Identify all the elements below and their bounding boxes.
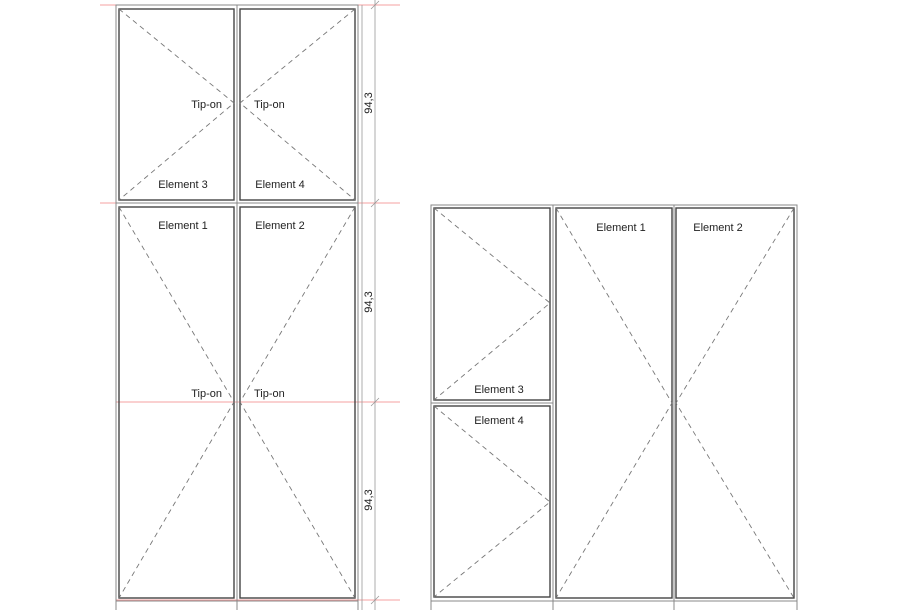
panel-element-4 <box>433 405 551 598</box>
panel-element-1 <box>555 207 673 599</box>
dimension-label: 94,3 <box>363 489 375 510</box>
right-window-unit: Element 3 Element 4 Element 1 Element 2 <box>430 204 798 610</box>
dimension-chain: 94,3 94,3 94,3 <box>363 0 380 610</box>
panel-element-3 <box>118 8 235 201</box>
label-element-4: Element 4 <box>474 415 524 427</box>
label-element-4: Element 4 <box>255 179 305 191</box>
label-element-2: Element 2 <box>693 222 743 234</box>
label-element-2: Element 2 <box>255 220 305 232</box>
label-tipon: Tip-on <box>191 99 222 111</box>
panel-element-2 <box>239 206 356 599</box>
dimension-label: 94,3 <box>363 291 375 312</box>
panel-element-3 <box>433 207 551 401</box>
label-element-1: Element 1 <box>596 222 646 234</box>
label-element-1: Element 1 <box>158 220 208 232</box>
panel-element-4 <box>239 8 356 201</box>
label-tipon: Tip-on <box>254 99 285 111</box>
label-tipon: Tip-on <box>254 388 285 400</box>
label-element-3: Element 3 <box>158 179 208 191</box>
panel-element-1 <box>118 206 235 599</box>
label-element-3: Element 3 <box>474 384 524 396</box>
panel-element-2 <box>675 207 795 599</box>
left-window-unit: Element 3 Element 4 Element 1 Element 2 … <box>115 4 363 610</box>
dimension-label: 94,3 <box>363 92 375 113</box>
label-tipon: Tip-on <box>191 388 222 400</box>
